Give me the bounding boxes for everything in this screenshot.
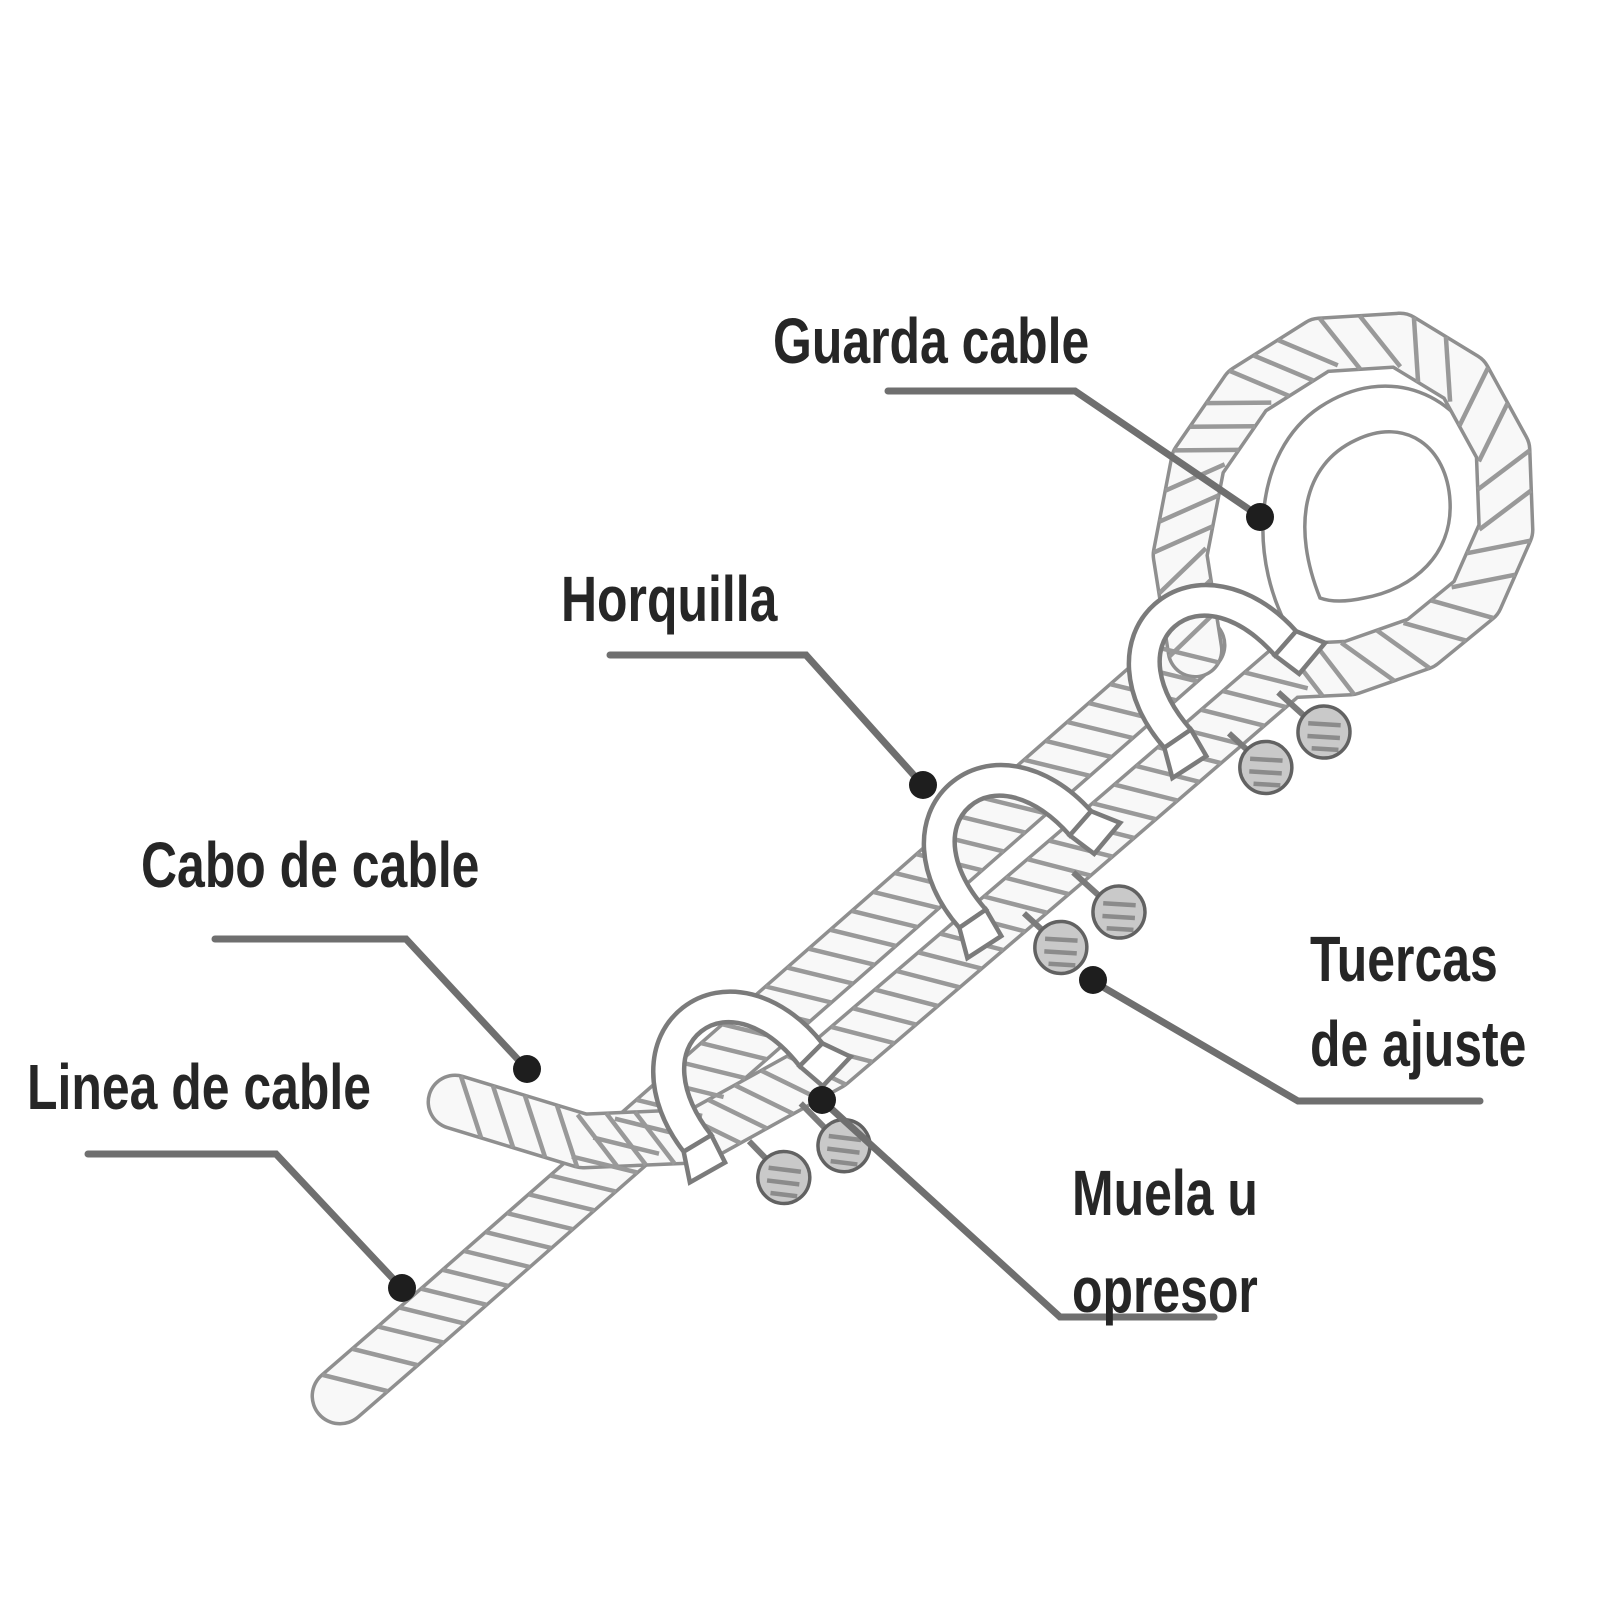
leader-dot-linea-de-cable: [388, 1274, 416, 1302]
leader-dot-tuercas-de-ajuste: [1079, 966, 1107, 994]
thimble-metal: [1261, 384, 1491, 647]
label-tuercas-line2: de ajuste: [1310, 1008, 1527, 1080]
leader-dot-cabo-de-cable: [513, 1055, 541, 1083]
leader-tuercas-de-ajuste: [1079, 966, 1484, 1105]
label-muela-u-opresor: Muela u opresor: [1072, 1145, 1258, 1339]
label-guarda-cable: Guarda cable: [773, 305, 1090, 377]
leader-guarda-cable: [884, 387, 1274, 531]
label-tuercas-de-ajuste: Tuercas de ajuste: [1310, 917, 1526, 1087]
leader-dot-guarda-cable: [1246, 503, 1274, 531]
label-horquilla: Horquilla: [561, 563, 778, 635]
leader-dot-horquilla: [909, 771, 937, 799]
leader-cabo-de-cable: [211, 935, 541, 1083]
label-muela-line1: Muela u: [1072, 1157, 1258, 1229]
label-cabo-de-cable: Cabo de cable: [141, 829, 480, 901]
leader-linea-de-cable: [84, 1150, 416, 1302]
label-linea-de-cable: Linea de cable: [27, 1051, 372, 1123]
leader-dot-muela-u-opresor: [808, 1086, 836, 1114]
label-tuercas-line1: Tuercas: [1310, 923, 1498, 995]
leader-horquilla: [606, 651, 937, 799]
label-muela-line2: opresor: [1072, 1254, 1258, 1326]
leader-muela-u-opresor: [808, 1086, 1218, 1321]
